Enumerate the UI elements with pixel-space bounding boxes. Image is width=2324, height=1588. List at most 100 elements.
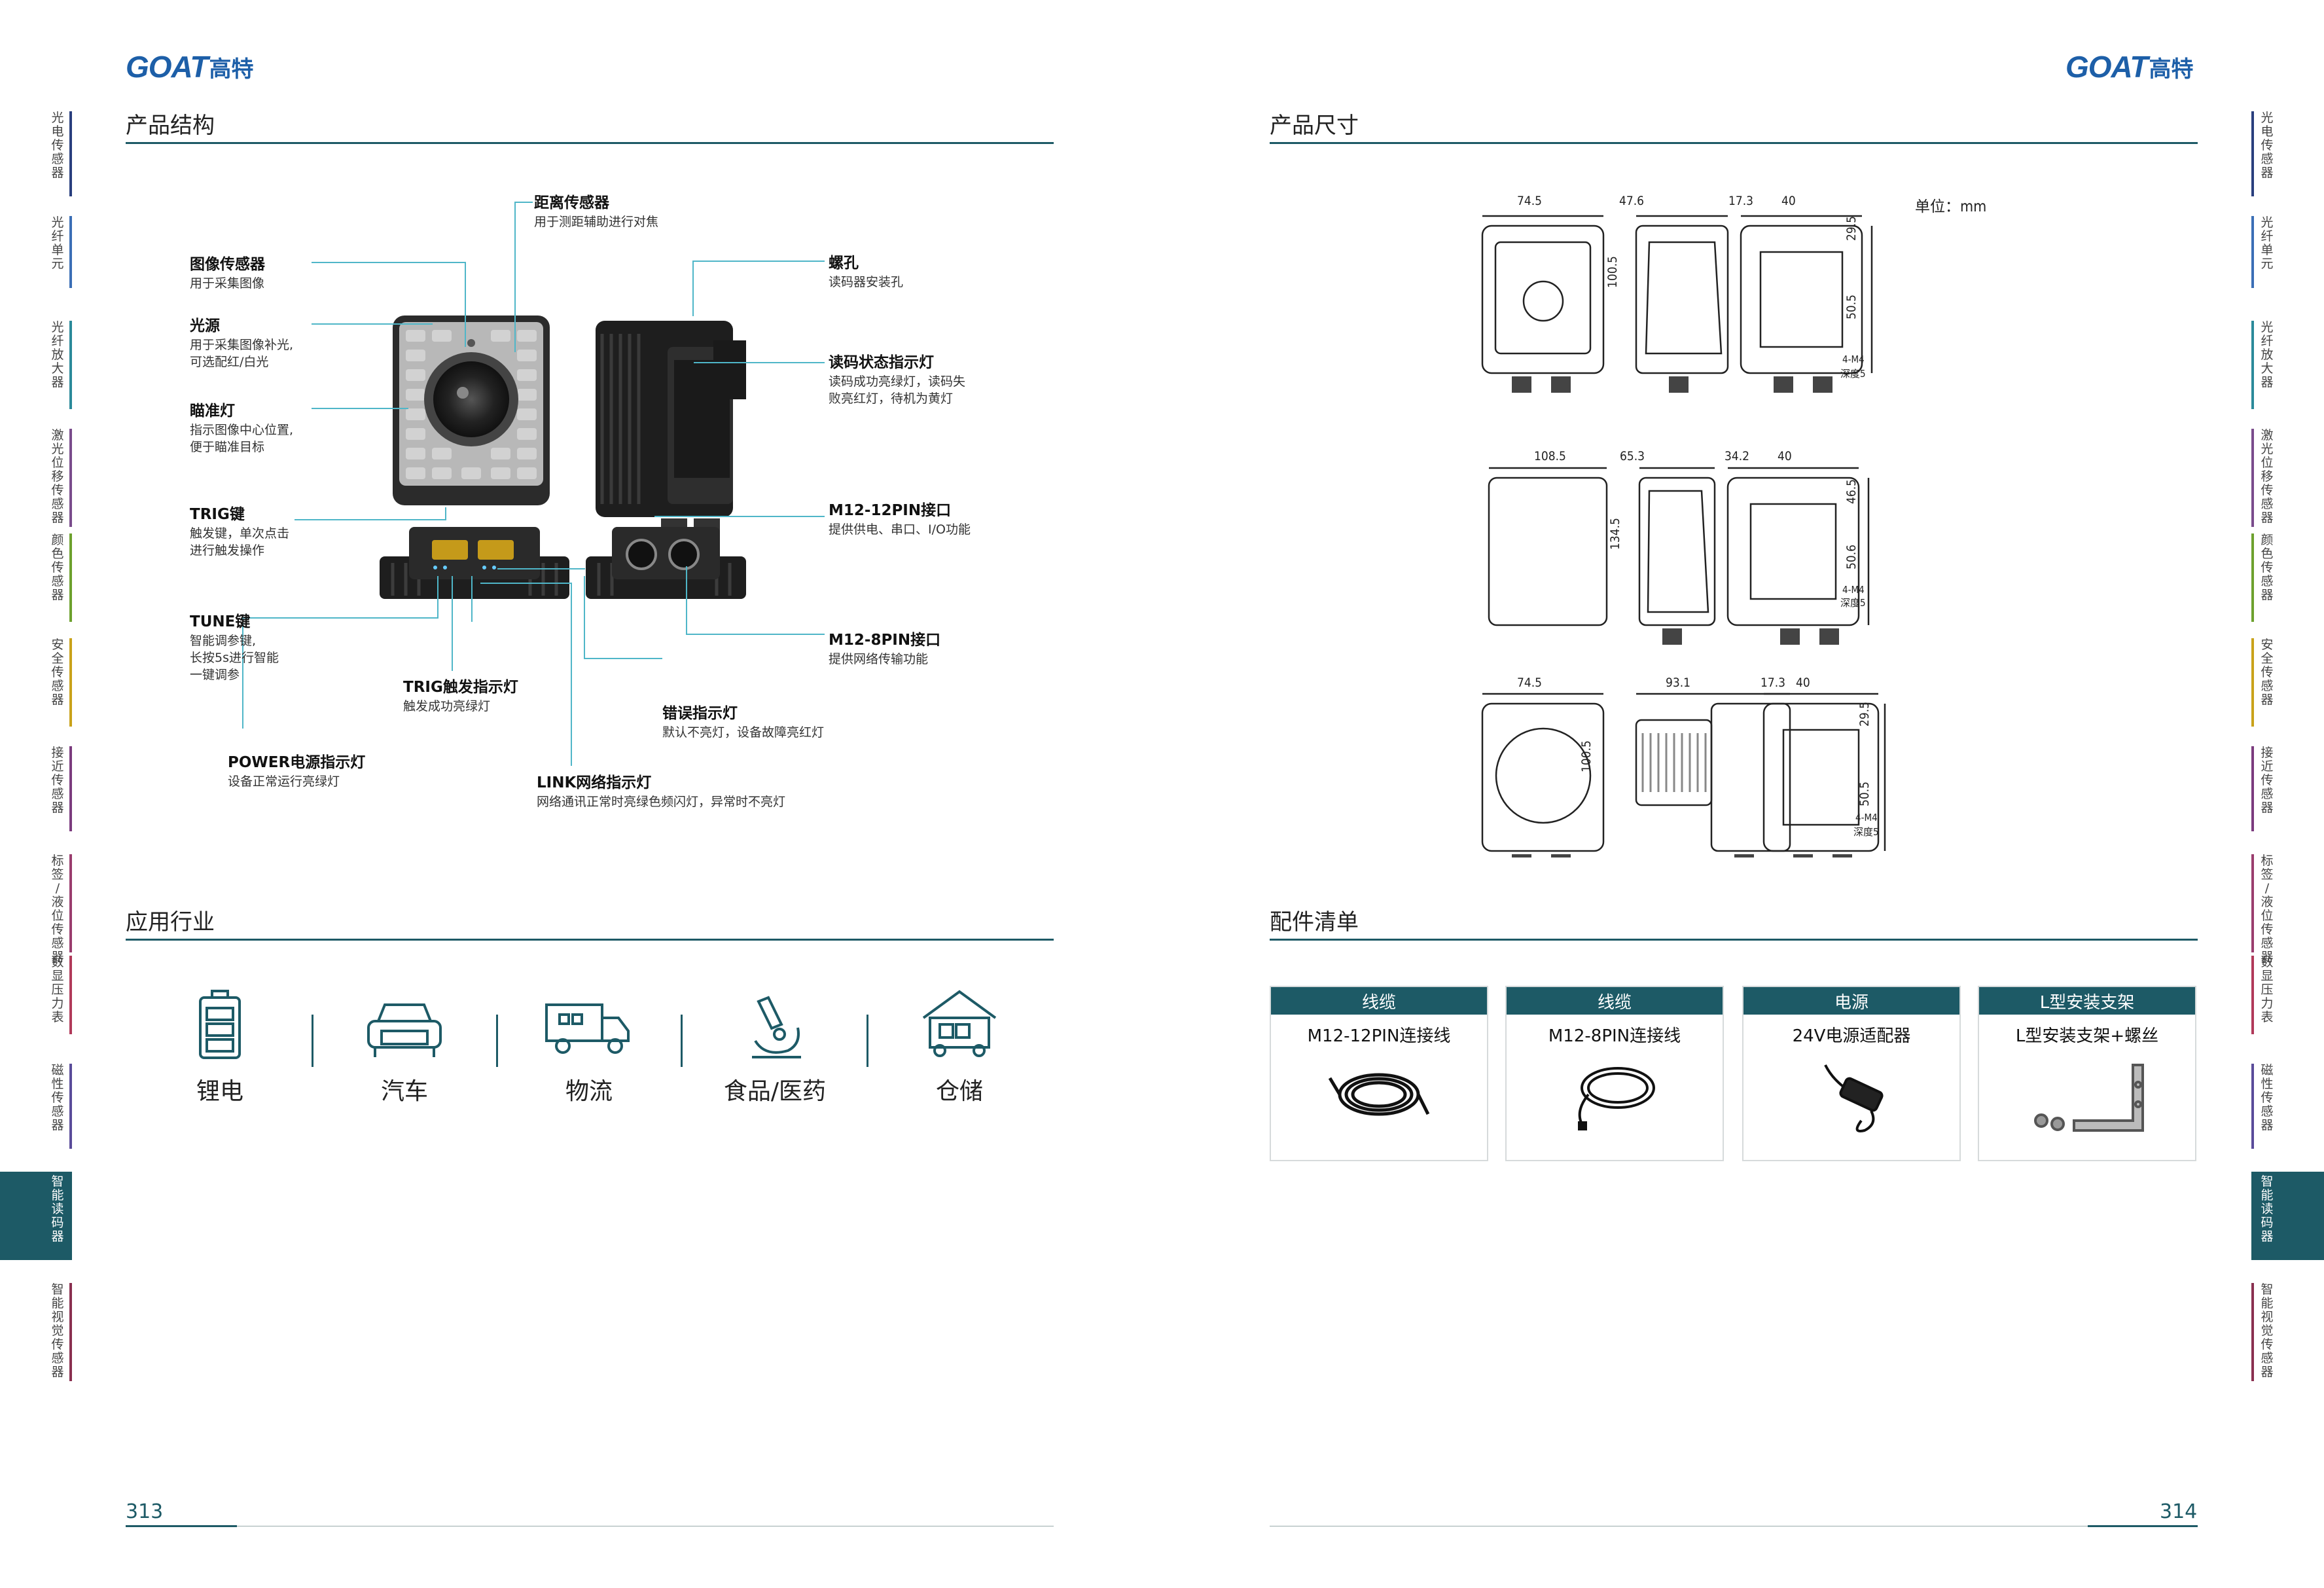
- callout-title-link: LINK网络指示灯: [537, 774, 652, 791]
- dimension-label: 29.5: [1844, 215, 1859, 241]
- sidebar-active-bg: [0, 1172, 72, 1260]
- sidebar-bar: [2251, 111, 2254, 196]
- dimension-label: 134.5: [1608, 518, 1622, 550]
- section-rule: [1270, 939, 2198, 941]
- sidebar-item[interactable]: 智能读码器: [2261, 1174, 2274, 1244]
- sidebar-item[interactable]: 数显压力表: [51, 955, 64, 1024]
- leader-line: [452, 576, 453, 671]
- leader-line: [465, 262, 466, 347]
- sidebar-item[interactable]: 光纤放大器: [51, 320, 64, 389]
- sidebar-bar: [2251, 638, 2254, 727]
- truck-icon: [543, 982, 635, 1060]
- sidebar-item[interactable]: 光纤单元: [51, 215, 64, 271]
- dimension-label: 4-M4: [1842, 584, 1865, 596]
- sidebar-item[interactable]: 标签/液位传感器: [51, 854, 64, 964]
- warehouse-icon: [917, 982, 1002, 1060]
- leader-line: [584, 658, 662, 659]
- sidebar-item[interactable]: 光电传感器: [51, 111, 64, 180]
- sidebar-item[interactable]: 安全传感器: [51, 638, 64, 707]
- sidebar-item[interactable]: 标签/液位传感器: [2261, 854, 2274, 964]
- accessory-name: 24V电源适配器: [1792, 1026, 1911, 1046]
- sidebar-bar: [69, 854, 72, 952]
- sidebar-item[interactable]: 光纤单元: [2261, 215, 2274, 271]
- brand-logo-left: GOAT 高特: [126, 47, 253, 86]
- callout-desc-distance: 用于测距辅助进行对焦: [534, 215, 659, 229]
- cable-coil-icon: [1271, 1058, 1487, 1130]
- sidebar-bar: [2251, 216, 2254, 288]
- dimension-label: 4-M4: [1855, 812, 1878, 823]
- industry-item: 汽车: [346, 982, 463, 1106]
- dimension-label: 100.5: [1605, 256, 1620, 288]
- dimension-label: 93.1: [1666, 676, 1691, 690]
- dimension-label: 47.6: [1619, 194, 1645, 208]
- leader-line: [242, 617, 438, 619]
- leader-line: [312, 323, 433, 325]
- microscope-icon: [739, 982, 811, 1060]
- callout-desc-screw: 读码器安装孔: [829, 275, 904, 289]
- dimension-label: 34.2: [1725, 449, 1750, 463]
- section-title-industry: 应用行业: [126, 909, 215, 935]
- sidebar-item[interactable]: 智能视觉传感器: [2261, 1282, 2274, 1379]
- sidebar-item[interactable]: 颜色传感器: [51, 533, 64, 602]
- section-title-structure: 产品结构: [126, 113, 215, 139]
- section-rule: [126, 939, 1054, 941]
- sidebar-item[interactable]: 接近传感器: [51, 746, 64, 815]
- dimension-label: 深度5: [1840, 597, 1866, 609]
- callout-title-error: 错误指示灯: [662, 705, 738, 722]
- section-title-accessory: 配件清单: [1270, 909, 1359, 935]
- footer-rule: [2088, 1525, 2198, 1527]
- accessory-category: 线缆: [1507, 987, 1723, 1015]
- accessory-name: M12-12PIN连接线: [1307, 1026, 1451, 1046]
- sidebar-bar: [2251, 1064, 2254, 1149]
- dimension-label: 17.3: [1761, 676, 1786, 690]
- leader-line: [654, 516, 825, 517]
- sidebar-item[interactable]: 安全传感器: [2261, 638, 2274, 707]
- sidebar-item[interactable]: 数显压力表: [2261, 955, 2274, 1024]
- leader-line: [295, 519, 446, 520]
- sidebar-item[interactable]: 激光位移传感器: [2261, 428, 2274, 525]
- dimension-label: 46.5: [1844, 478, 1859, 504]
- callout-title-image: 图像传感器: [190, 256, 265, 273]
- dimension-label: 40: [1778, 449, 1792, 463]
- bracket-icon: [1979, 1058, 2195, 1137]
- sidebar-active-bg: [2251, 1172, 2324, 1260]
- sidebar-item[interactable]: 激光位移传感器: [51, 428, 64, 525]
- sidebar-item[interactable]: 光纤放大器: [2261, 320, 2274, 389]
- leader-line: [497, 568, 585, 569]
- sidebar-item[interactable]: 智能读码器: [51, 1174, 64, 1244]
- sidebar-item[interactable]: 磁性传感器: [51, 1063, 64, 1132]
- sidebar-bar: [69, 321, 72, 409]
- logo-cn: 高特: [209, 56, 254, 82]
- callout-title-trig_led: TRIG触发指示灯: [403, 679, 518, 696]
- dimension-label: 65.3: [1620, 449, 1645, 463]
- unit-label: 单位：mm: [1915, 198, 1987, 215]
- dimension-label: 74.5: [1517, 676, 1543, 690]
- sidebar-item[interactable]: 磁性传感器: [2261, 1063, 2274, 1132]
- leader-line: [694, 261, 825, 262]
- leader-line: [437, 576, 438, 619]
- sidebar-item[interactable]: 颜色传感器: [2261, 533, 2274, 602]
- sidebar-bar: [69, 111, 72, 196]
- sidebar-bar: [69, 533, 72, 622]
- leader-line: [686, 634, 825, 635]
- callout-desc-m12_8: 提供网络传输功能: [829, 652, 929, 666]
- sidebar-item[interactable]: 智能视觉传感器: [51, 1282, 64, 1379]
- page-number-right: 314: [2160, 1500, 2198, 1523]
- leader-line: [445, 507, 446, 520]
- industry-separator: [867, 1015, 868, 1067]
- logo-text: GOAT: [2065, 50, 2148, 84]
- leader-line: [584, 576, 585, 658]
- sidebar-item[interactable]: 接近传感器: [2261, 746, 2274, 815]
- sidebar-bar: [69, 216, 72, 288]
- industry-name: 食品/医药: [723, 1078, 827, 1105]
- sidebar-bar: [2251, 854, 2254, 952]
- leader-line: [471, 576, 473, 622]
- dimension-label: 50.6: [1844, 544, 1859, 569]
- dimension-label: 108.5: [1534, 449, 1566, 463]
- dimension-label: 29.5: [1857, 701, 1872, 727]
- sidebar-bar: [2251, 533, 2254, 622]
- sidebar-item[interactable]: 光电传感器: [2261, 111, 2274, 180]
- sidebar-bar: [2251, 321, 2254, 409]
- dimension-label: 17.3: [1728, 194, 1754, 208]
